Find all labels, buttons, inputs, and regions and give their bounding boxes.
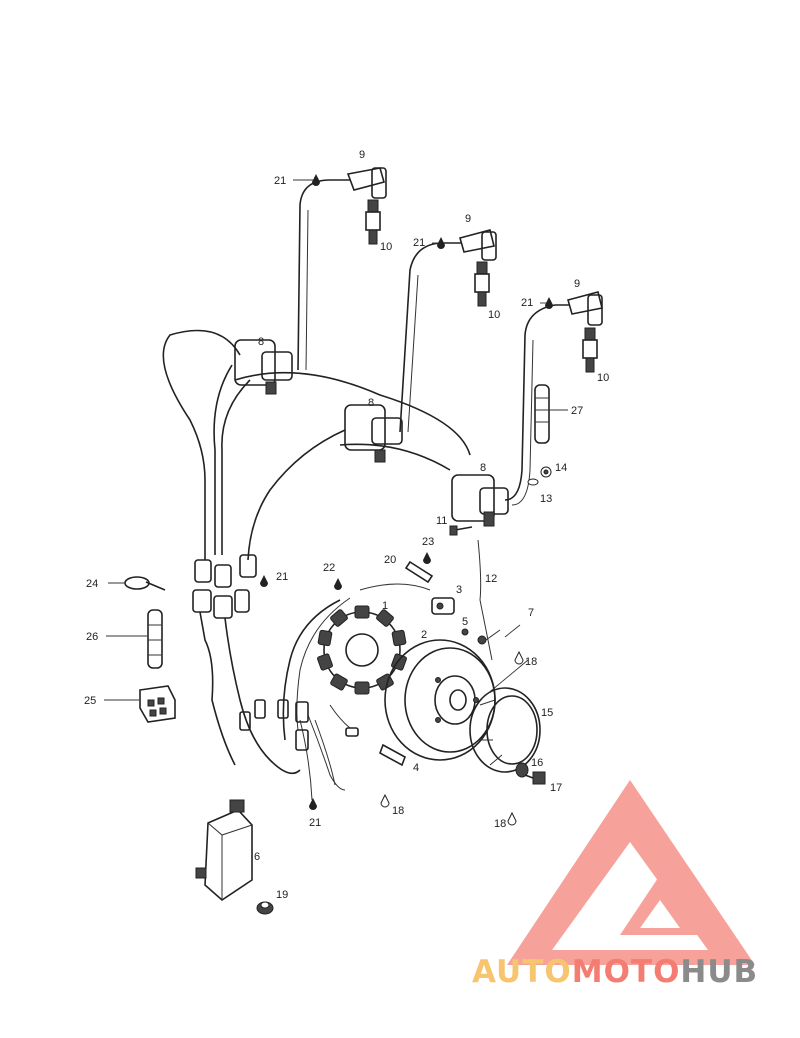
high-tension-leads [297, 179, 570, 506]
bolt [449, 525, 473, 536]
callout-18: 18 [392, 805, 404, 817]
callout-labels: 9 21 10 9 21 10 9 21 10 8 8 8 27 14 13 1… [84, 149, 609, 901]
callout-10: 10 [380, 241, 392, 253]
sealant-drop-1 [514, 650, 524, 665]
washer [515, 762, 529, 778]
ignition-coil-1 [234, 339, 293, 395]
ground-wire [477, 539, 493, 661]
protective-tube [147, 609, 163, 669]
stator [317, 605, 407, 695]
watermark-part-moto: MOTO [571, 954, 681, 990]
callout-7: 6 [254, 851, 260, 863]
callout-20: 20 [384, 554, 396, 566]
starting-pulley [469, 687, 541, 773]
callout-11: 11 [436, 515, 447, 527]
module-nut [256, 901, 274, 915]
sealant-drop-2 [380, 793, 390, 808]
callout-18: 18 [525, 656, 537, 668]
watermark-part-hub: HUB [680, 954, 759, 990]
callout-5: 5 [462, 616, 468, 628]
screw [461, 628, 469, 636]
callout-23: 23 [422, 536, 434, 548]
watermark-text: AUTOMOTOHUB [472, 954, 792, 994]
nut-and-washer [527, 466, 552, 486]
callout-12: 12 [485, 573, 497, 585]
callout-24: 24 [86, 578, 98, 590]
thread-locker-drop-1 [293, 174, 320, 186]
connector-housing [139, 685, 176, 723]
callout-9: 9 [465, 213, 471, 225]
dowel-pin [404, 560, 434, 584]
watermark-logo [507, 780, 755, 965]
spark-plug-1 [365, 199, 381, 245]
trigger-coil [431, 597, 455, 615]
callout-13: 13 [540, 493, 552, 505]
callout-3: 3 [456, 584, 462, 596]
coil-wiring [162, 329, 471, 561]
thread-locker-drop-23 [423, 552, 431, 564]
thread-locker-drop-3 [540, 297, 553, 309]
sealant-drop-3 [507, 811, 517, 826]
callout-21: 21 [521, 297, 533, 309]
callout-19: 19 [276, 889, 288, 901]
callout-21: 21 [413, 237, 425, 249]
callout-18: 18 [494, 818, 506, 830]
callout-9: 9 [359, 149, 365, 161]
spark-plug-cap-2 [459, 229, 497, 261]
callout-17: 17 [550, 782, 562, 794]
callout-10: 10 [597, 372, 609, 384]
callout-22: 22 [323, 562, 335, 574]
cable-tie [124, 576, 166, 591]
callout-9: 9 [574, 278, 580, 290]
ignition-coil-3 [451, 474, 509, 527]
callout-14: 14 [555, 462, 567, 474]
electronic-module [195, 799, 253, 902]
thread-locker-drop-22 [334, 578, 342, 590]
spark-plug-2 [474, 261, 490, 307]
flywheel [384, 639, 496, 761]
callout-8: 8 [368, 397, 374, 409]
leader-lines [104, 409, 568, 701]
callout-21: 21 [309, 817, 321, 829]
callout-21: 21 [276, 571, 288, 583]
callout-27: 27 [571, 405, 583, 417]
callout-26: 26 [86, 631, 98, 643]
callout-2: 2 [421, 629, 427, 641]
watermark-part-auto: AUTO [472, 954, 572, 990]
sleeve [534, 384, 550, 444]
thread-locker-drop-4 [260, 575, 268, 587]
thread-locker-drop-2 [432, 237, 445, 249]
flywheel-bolt [524, 771, 546, 785]
woodruff-key [379, 743, 406, 767]
callout-1: 1 [382, 600, 388, 612]
callout-4: 4 [413, 762, 419, 774]
callout-15: 15 [541, 707, 553, 719]
callout-10: 10 [488, 309, 500, 321]
spark-plug-cap-1 [346, 167, 387, 199]
callout-8: 8 [480, 462, 486, 474]
callout-8: 8 [258, 336, 264, 348]
thread-locker-drop-5 [309, 798, 317, 810]
harness-connectors [192, 554, 301, 775]
spark-plug-cap-3 [567, 291, 603, 326]
screw-with-lead [477, 629, 501, 645]
stator-wiring [239, 583, 431, 801]
callout-16: 16 [531, 757, 543, 769]
ignition-coil-2 [344, 404, 403, 463]
callout-6: 7 [528, 607, 534, 619]
callout-25: 25 [84, 695, 96, 707]
spark-plug-3 [582, 327, 598, 373]
callout-21: 21 [274, 175, 286, 187]
